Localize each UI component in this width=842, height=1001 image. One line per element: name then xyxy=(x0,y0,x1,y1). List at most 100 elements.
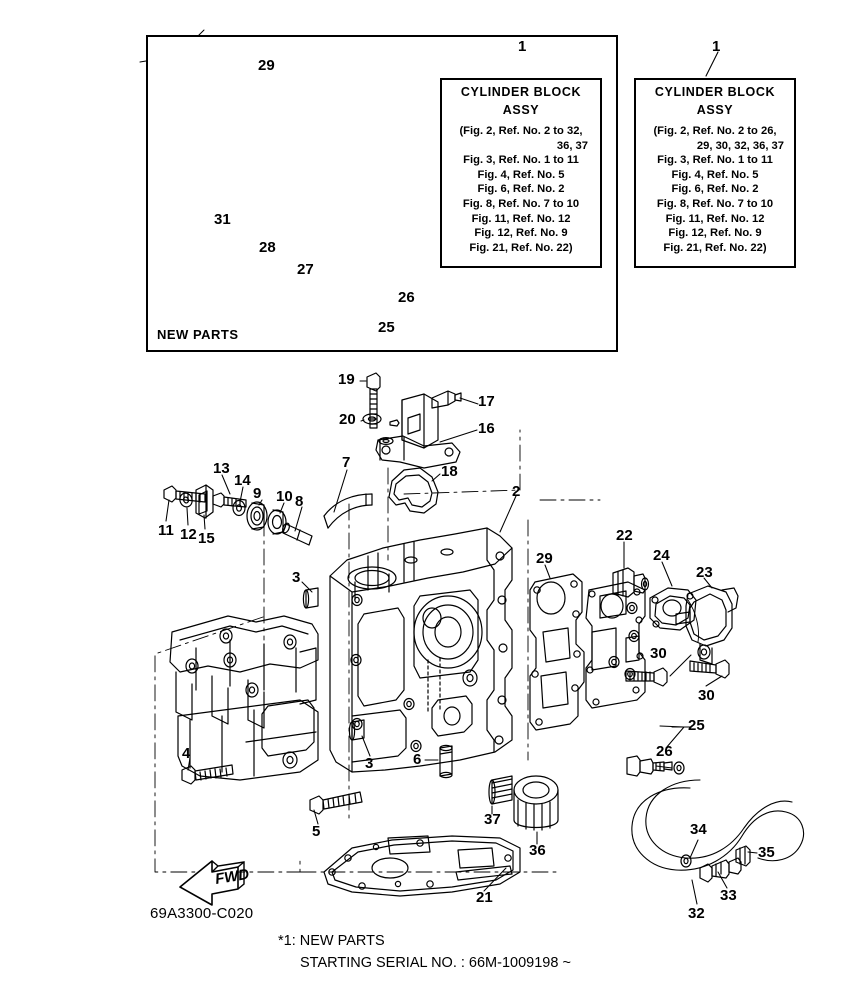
part-20-washer xyxy=(363,414,381,424)
assy-box-2-title: CYLINDER BLOCK xyxy=(654,85,776,99)
inset-ref-25: 25 xyxy=(378,319,395,336)
part-33-connector xyxy=(700,858,741,882)
main-ref-4: 4 xyxy=(182,745,191,762)
assy-ref-line: 36, 37 xyxy=(556,139,588,152)
new-parts-label: NEW PARTS xyxy=(157,327,239,342)
part-22-switch xyxy=(613,568,649,597)
main-ref-2: 2 xyxy=(512,483,521,500)
part-32-hose-loop xyxy=(632,780,804,870)
assy-ref-line: Fig. 3, Ref. No. 1 to 11 xyxy=(463,154,579,167)
main-ref-30-right: 30 xyxy=(698,687,715,704)
assy-ref-line: Fig. 4, Ref. No. 5 xyxy=(671,168,759,181)
assy-ref-line: (Fig. 2, Ref. No. 2 to 32, xyxy=(459,125,583,138)
main-ref-34: 34 xyxy=(690,821,707,838)
assy-box-1-pointer-number: 1 xyxy=(518,38,527,55)
part-6-pin xyxy=(440,745,452,777)
main-ref-32: 32 xyxy=(688,905,705,922)
assy-ref-line: 29, 30, 32, 36, 37 xyxy=(696,139,784,152)
main-ref-13: 13 xyxy=(213,460,230,477)
main-ref-12: 12 xyxy=(180,526,197,543)
cylinder-block-assy-box-1: CYLINDER BLOCK ASSY (Fig. 2, Ref. No. 2 … xyxy=(440,78,602,268)
part-4-bolt xyxy=(182,765,233,784)
assy-box-1-subtitle: ASSY xyxy=(502,103,540,118)
starting-serial-note: STARTING SERIAL NO. : 66M-1009198 ~ xyxy=(300,955,571,971)
main-ref-17: 17 xyxy=(478,393,495,410)
assy-ref-line: Fig. 8, Ref. No. 7 to 10 xyxy=(462,197,580,210)
assy-box-2-subtitle: ASSY xyxy=(696,103,734,118)
part-24-gasket xyxy=(650,588,696,630)
assy-ref-line: Fig. 6, Ref. No. 2 xyxy=(671,183,759,196)
part-15-bracket xyxy=(196,485,213,518)
lower-left-assembly xyxy=(170,616,318,780)
part-37-spring xyxy=(489,776,512,804)
main-ref-26: 26 xyxy=(656,743,673,760)
main-ref-23: 23 xyxy=(696,564,713,581)
inset-ref-29: 29 xyxy=(258,57,275,74)
main-ref-5: 5 xyxy=(312,823,321,840)
part-19-bolt xyxy=(367,373,380,428)
assy-ref-line: Fig. 4, Ref. No. 5 xyxy=(477,168,565,181)
assy-ref-line: Fig. 6, Ref. No. 2 xyxy=(477,183,565,196)
main-ref-16: 16 xyxy=(478,420,495,437)
part-35-clamp xyxy=(736,846,750,866)
part-23-cover xyxy=(686,586,738,664)
main-ref-6: 6 xyxy=(413,751,422,768)
part-29-gasket-main xyxy=(530,574,584,730)
main-ref-24: 24 xyxy=(653,547,670,564)
part-3-dowel-upper xyxy=(303,588,318,608)
main-ref-20: 20 xyxy=(339,411,356,428)
cylinder-block-assy-box-2: CYLINDER BLOCK ASSY (Fig. 2, Ref. No. 2 … xyxy=(634,78,796,268)
part-25-housing-main xyxy=(586,582,645,708)
part-14-washer xyxy=(233,501,245,516)
main-ref-11: 11 xyxy=(158,522,174,539)
part-21-base-gasket xyxy=(324,836,520,896)
part-2-cylinder-block xyxy=(330,528,512,772)
part-7-hose xyxy=(324,494,372,528)
part-36-oil-filter xyxy=(514,776,558,830)
main-ref-35: 35 xyxy=(758,844,775,861)
main-ref-19: 19 xyxy=(338,371,355,388)
assy-box-2-pointer-number: 1 xyxy=(712,38,721,55)
assembly-boundary xyxy=(155,430,600,872)
part-8-shaft xyxy=(281,522,312,545)
main-ref-10: 10 xyxy=(276,488,293,505)
main-ref-18: 18 xyxy=(441,463,458,480)
inset-ref-31: 31 xyxy=(214,211,231,228)
main-ref-30-left: 30 xyxy=(650,645,667,662)
main-ref-8: 8 xyxy=(295,493,304,510)
assy-ref-line: Fig. 12, Ref. No. 9 xyxy=(474,227,568,240)
main-ref-14: 14 xyxy=(234,472,251,489)
new-parts-note: *1: NEW PARTS xyxy=(278,933,385,949)
inset-ref-27: 27 xyxy=(297,261,314,278)
main-ref-22: 22 xyxy=(616,527,633,544)
assy-ref-line: Fig. 8, Ref. No. 7 to 10 xyxy=(656,197,774,210)
fwd-direction-marker: FWD xyxy=(172,857,256,913)
part-30-bolt-right xyxy=(690,660,729,678)
main-ref-36: 36 xyxy=(529,842,546,859)
assy-ref-line: (Fig. 2, Ref. No. 2 to 26, xyxy=(653,125,777,138)
assy-ref-line: Fig. 21, Ref. No. 22) xyxy=(663,241,767,254)
inset-ref-26: 26 xyxy=(398,289,415,306)
main-ref-21: 21 xyxy=(476,889,493,906)
main-ref-37: 37 xyxy=(484,811,501,828)
figure-code: 69A3300-C020 xyxy=(150,905,254,922)
main-ref-29: 29 xyxy=(536,550,553,567)
main-leaders xyxy=(166,381,757,904)
part-18-gasket xyxy=(389,468,438,513)
part-13-bolt xyxy=(213,493,246,507)
assy-ref-line: Fig. 3, Ref. No. 1 to 11 xyxy=(657,154,773,167)
part-16-17-housing xyxy=(376,391,461,468)
part-12-washer xyxy=(178,491,194,508)
assy-box-2-reference-list: (Fig. 2, Ref. No. 2 to 26, 29, 30, 32, 3… xyxy=(644,124,786,255)
assy-ref-line: Fig. 11, Ref. No. 12 xyxy=(471,212,571,225)
part-5-bolt xyxy=(310,792,362,814)
main-ref-7: 7 xyxy=(342,454,351,471)
assy-ref-line: Fig. 21, Ref. No. 22) xyxy=(469,241,573,254)
main-ref-15: 15 xyxy=(198,530,215,547)
assy-ref-line: Fig. 12, Ref. No. 9 xyxy=(668,227,762,240)
fwd-arrow-text: FWD xyxy=(214,866,251,888)
assy-ref-line: Fig. 11, Ref. No. 12 xyxy=(665,212,765,225)
part-3-dowel-lower xyxy=(349,720,364,740)
fwd-arrow-icon: FWD xyxy=(179,860,251,906)
main-ref-3-upper: 3 xyxy=(292,569,301,586)
